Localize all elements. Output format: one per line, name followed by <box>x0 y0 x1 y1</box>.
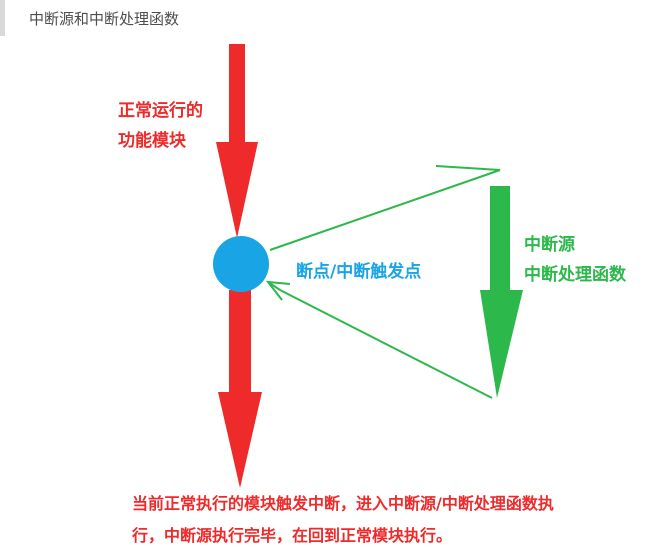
isr-flow-arrow <box>480 186 523 398</box>
return-arrow-head <box>265 280 291 301</box>
description-line1: 当前正常执行的模块触发中断，进入中断源/中断处理函数执 <box>132 494 554 513</box>
breakpoint-circle <box>213 236 269 292</box>
isr-label: 中断源 中断处理函数 <box>524 230 626 290</box>
normal-flow-arrow <box>216 44 258 238</box>
isr-label-line2: 中断处理函数 <box>524 265 626 285</box>
return-from-isr-line <box>267 281 493 399</box>
normal-module-label-line2: 功能模块 <box>118 131 186 151</box>
breakpoint-label: 断点/中断触发点 <box>296 262 422 282</box>
jump-to-isr-line <box>269 165 501 251</box>
normal-module-label: 正常运行的 功能模块 <box>118 96 203 156</box>
normal-module-label-line1: 正常运行的 <box>118 101 203 121</box>
section-heading-title: 中断源和中断处理函数 <box>29 10 180 28</box>
description-line2: 行，中断源执行完毕，在回到正常模块执行。 <box>132 526 453 545</box>
section-heading: 中断源和中断处理函数 <box>0 0 658 36</box>
isr-label-line1: 中断源 <box>524 235 575 255</box>
resume-flow-arrow <box>218 290 262 488</box>
description-text: 当前正常执行的模块触发中断，进入中断源/中断处理函数执 行，中断源执行完毕，在回… <box>132 488 554 552</box>
